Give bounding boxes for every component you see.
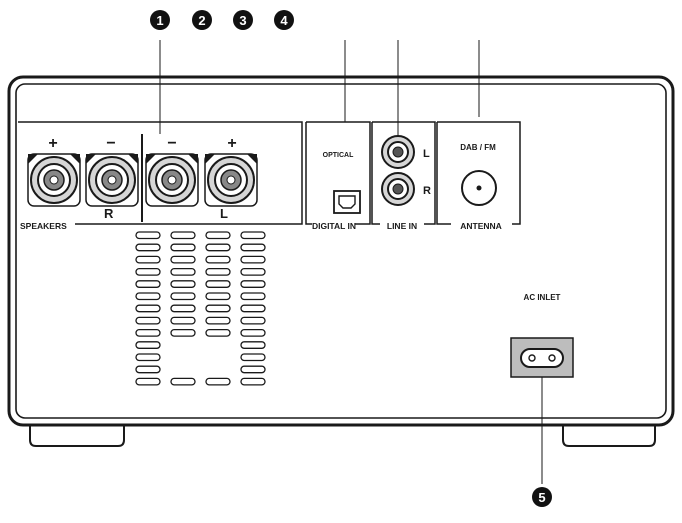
vent-slot <box>205 243 231 252</box>
line-in-r-jack[interactable] <box>381 172 415 206</box>
vent-slot <box>135 280 161 288</box>
vent-slot <box>205 328 231 337</box>
line-in-l-label: L <box>423 148 430 160</box>
vent-slot <box>135 243 161 252</box>
vent-slot <box>205 231 231 240</box>
optical-label: OPTICAL <box>323 152 354 159</box>
vent-slot <box>170 280 196 288</box>
vent-slot <box>170 304 196 313</box>
line-in-r-label: R <box>423 185 431 197</box>
speaker-terminal-r-minus[interactable] <box>85 153 139 207</box>
vent-slot <box>240 365 266 374</box>
speaker-terminal-l-minus[interactable] <box>145 153 199 207</box>
vent-slot <box>135 255 161 264</box>
vent-slot <box>240 231 266 240</box>
vent-slot <box>240 328 266 337</box>
vent-slot <box>170 377 196 386</box>
right-foot <box>562 424 656 447</box>
vent-slot <box>205 255 231 264</box>
vent-slot <box>135 231 161 240</box>
callout-marker-1: 1 <box>150 10 170 30</box>
line-in-label: LINE IN <box>387 221 417 231</box>
vent-slot <box>170 243 196 252</box>
vent-slot <box>205 377 231 386</box>
vent-slot <box>135 304 161 313</box>
digital-in-panel: OPTICAL DIGITAL IN <box>305 121 371 231</box>
polarity-plus-l: + <box>227 135 236 152</box>
antenna-label: ANTENNA <box>460 221 502 231</box>
vent-slot <box>205 304 231 313</box>
vent-slot <box>135 341 161 349</box>
dab-fm-label: DAB / FM <box>460 143 496 152</box>
svg-text:4: 4 <box>280 13 288 28</box>
vent-slot <box>240 341 266 349</box>
vent-slot <box>240 267 266 276</box>
vent-slot <box>170 328 196 337</box>
vent-slot <box>135 292 161 301</box>
callout-marker-3: 3 <box>233 10 253 30</box>
vent-slot <box>240 353 266 362</box>
vent-slot <box>170 292 196 301</box>
vent-slot <box>240 255 266 264</box>
callout-marker-4: 4 <box>274 10 294 30</box>
vent-slot <box>205 316 231 325</box>
vent-slot <box>170 267 196 276</box>
vent-slot <box>240 292 266 301</box>
ventilation-grille <box>135 231 266 386</box>
vent-slot <box>205 280 231 288</box>
vent-slot <box>205 267 231 276</box>
svg-text:2: 2 <box>198 13 205 28</box>
digital-in-label: DIGITAL IN <box>312 221 356 231</box>
speaker-terminal-r-plus[interactable] <box>27 153 81 207</box>
line-in-l-jack[interactable] <box>381 135 415 169</box>
callout-leaders <box>159 40 543 484</box>
vent-slot <box>135 316 161 325</box>
ac-inlet-socket <box>520 348 564 368</box>
speaker-channel-l-label: L <box>220 206 228 221</box>
vent-slot <box>135 377 161 386</box>
ac-inlet[interactable]: AC INLET <box>510 293 574 378</box>
svg-text:3: 3 <box>239 13 246 28</box>
vent-slot <box>240 243 266 252</box>
polarity-plus-r: + <box>48 135 57 152</box>
vent-slot <box>205 292 231 301</box>
vent-slot <box>240 280 266 288</box>
polarity-minus-r: − <box>106 135 115 152</box>
vent-slot <box>170 255 196 264</box>
left-foot <box>29 424 125 447</box>
svg-text:5: 5 <box>538 490 545 505</box>
optical-port[interactable] <box>333 190 361 214</box>
callout-marker-5: 5 <box>532 487 552 507</box>
vent-slot <box>170 316 196 325</box>
antenna-jack[interactable] <box>461 170 497 206</box>
speaker-channel-r-label: R <box>104 206 114 221</box>
vent-slot <box>240 377 266 386</box>
vent-slot <box>135 328 161 337</box>
vent-slot <box>135 353 161 362</box>
callout-marker-2: 2 <box>192 10 212 30</box>
svg-text:1: 1 <box>156 13 163 28</box>
speakers-panel: SPEAKERS R L + − − + <box>18 121 303 231</box>
antenna-panel: DAB / FM ANTENNA <box>436 121 521 231</box>
speakers-label: SPEAKERS <box>20 221 67 231</box>
device-body-inner <box>15 83 667 419</box>
vent-slot <box>170 231 196 240</box>
vent-slot <box>135 365 161 374</box>
vent-slot <box>240 316 266 325</box>
polarity-minus-l: − <box>167 135 176 152</box>
vent-slot <box>240 304 266 313</box>
ac-inlet-label: AC INLET <box>524 293 561 302</box>
vent-slot <box>135 267 161 276</box>
line-in-panel: LINE IN L R <box>371 121 436 231</box>
speaker-terminal-l-plus[interactable] <box>204 153 258 207</box>
